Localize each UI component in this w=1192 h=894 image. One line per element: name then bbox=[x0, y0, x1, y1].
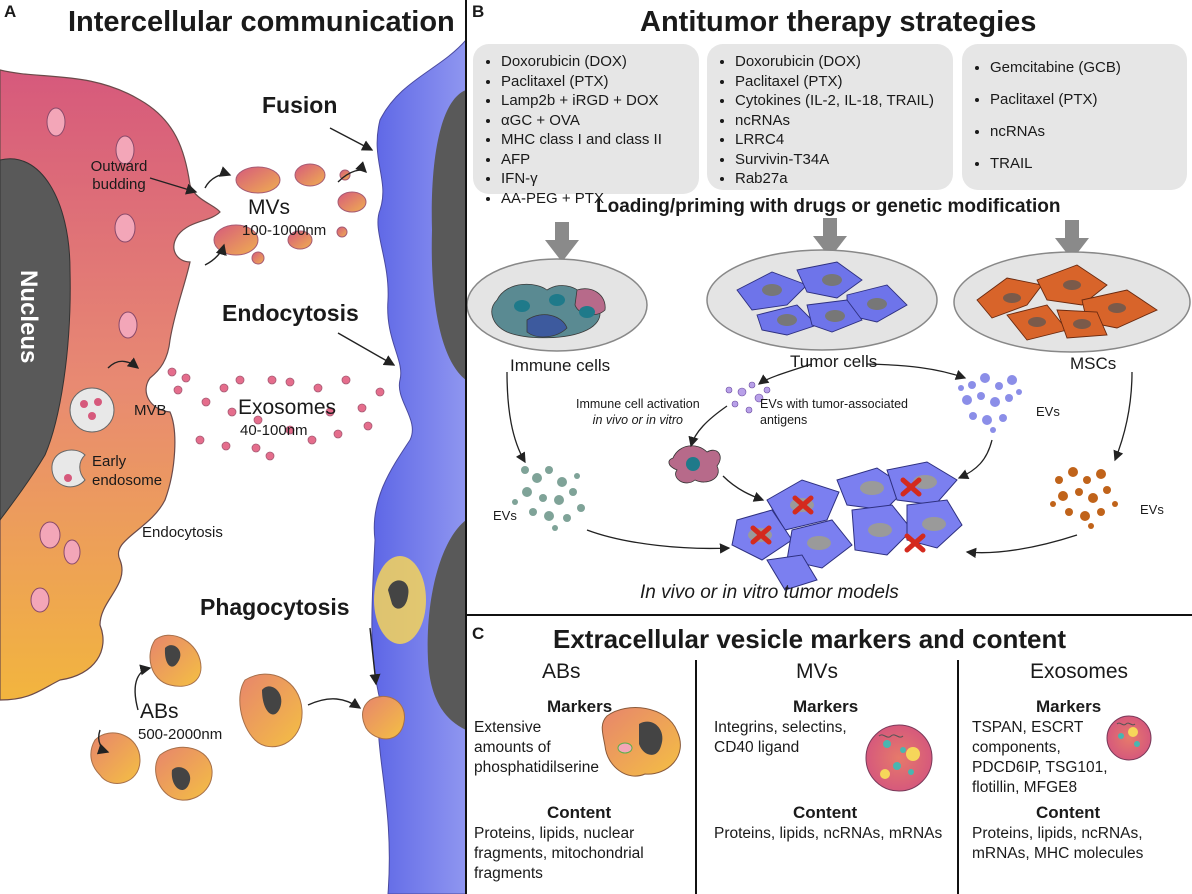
msc-cargo-item: Paclitaxel (PTX) bbox=[990, 84, 1179, 116]
outward-budding-label: Outward budding bbox=[90, 158, 148, 193]
msc-cargo-box: Gemcitabine (GCB)Paclitaxel (PTX)ncRNAsT… bbox=[962, 44, 1187, 190]
panel-b-graphic bbox=[467, 218, 1191, 591]
immune-cargo-item: AFP bbox=[501, 150, 691, 170]
immune-evs-label: EVs bbox=[493, 508, 517, 523]
fusion-label: Fusion bbox=[262, 92, 338, 118]
abs-size-label: 500-2000nm bbox=[138, 726, 223, 743]
panel-a-title: Intercellular communication bbox=[68, 6, 455, 38]
immune-cargo-box: Doxorubicin (DOX)Paclitaxel (PTX)Lamp2b … bbox=[473, 44, 699, 207]
abs-content-heading: Content bbox=[547, 803, 612, 822]
abs-markers-heading: Markers bbox=[547, 697, 613, 716]
panel-a-letter: A bbox=[4, 2, 17, 21]
exosomes-label: Exosomes bbox=[238, 396, 337, 419]
abs-label: ABs bbox=[140, 700, 179, 723]
panel-b-letter: B bbox=[472, 2, 485, 21]
abs-content-text: Proteins, lipids, nuclear fragments, mit… bbox=[474, 825, 644, 882]
msc-cargo-item: TRAIL bbox=[990, 148, 1179, 180]
mvs-markers-text: Integrins, selectins, CD40 ligand bbox=[714, 719, 847, 756]
tumor-cargo-item: Rab27a bbox=[735, 169, 945, 189]
immune-cargo-item: Lamp2b + iRGD + DOX bbox=[501, 91, 691, 111]
nucleus-shape bbox=[0, 158, 71, 521]
msc-cargo-item: Gemcitabine (GCB) bbox=[990, 52, 1179, 84]
exosomes-markers-text: TSPAN, ESCRT components, PDCD6IP, TSG101… bbox=[972, 719, 1108, 796]
msc-dish-label: MSCs bbox=[1070, 354, 1117, 373]
immune-cargo-item: Doxorubicin (DOX) bbox=[501, 52, 691, 72]
activation-line1: Immune cell activation bbox=[576, 397, 700, 411]
early-endosome-label: Early endosome bbox=[92, 453, 163, 489]
tumor-cargo-item: LRRC4 bbox=[735, 130, 945, 150]
horizontal-divider bbox=[465, 614, 1192, 616]
exosomes-column-header: Exosomes bbox=[1030, 660, 1129, 683]
panel-b-title: Antitumor therapy strategies bbox=[640, 6, 1037, 38]
exosomes-markers-heading: Markers bbox=[1036, 697, 1102, 716]
mvs-markers-heading: Markers bbox=[793, 697, 859, 716]
tumor-cargo-list: Doxorubicin (DOX)Paclitaxel (PTX)Cytokin… bbox=[707, 44, 953, 189]
activation-line2: in vivo or in vitro bbox=[592, 413, 683, 427]
panel-c-divider-2 bbox=[957, 660, 959, 894]
mvb-label: MVB bbox=[134, 402, 167, 419]
tumor-antigen-evs-label: EVs with tumor-associated antigens bbox=[760, 397, 908, 427]
exosomes-size-label: 40-100nm bbox=[240, 422, 308, 439]
panel-c-divider-1 bbox=[695, 660, 697, 894]
tumor-cargo-item: Survivin-T34A bbox=[735, 150, 945, 170]
abs-markers-text: Extensive amounts of phosphatidilserine bbox=[474, 719, 599, 776]
msc-evs-label: EVs bbox=[1140, 502, 1164, 517]
exosomes-content-heading: Content bbox=[1036, 803, 1101, 822]
immune-dish-label: Immune cells bbox=[510, 356, 611, 375]
msc-cargo-item: ncRNAs bbox=[990, 116, 1179, 148]
tumor-dish-label: Tumor cells bbox=[790, 352, 878, 371]
exosome-icon bbox=[1106, 715, 1152, 761]
immune-cargo-item: MHC class I and class II bbox=[501, 130, 691, 150]
immune-cargo-item: Paclitaxel (PTX) bbox=[501, 72, 691, 92]
panel-c-graphic bbox=[601, 707, 1152, 792]
tumor-cargo-box: Doxorubicin (DOX)Paclitaxel (PTX)Cytokin… bbox=[707, 44, 953, 190]
tumor-cargo-item: Paclitaxel (PTX) bbox=[735, 72, 945, 92]
nucleus-label: Nucleus bbox=[15, 270, 42, 364]
mvs-column-header: MVs bbox=[796, 660, 838, 683]
immune-cargo-item: IFN-γ bbox=[501, 169, 691, 189]
mvs-content-text: Proteins, lipids, ncRNAs, mRNAs bbox=[714, 825, 943, 842]
panel-c-title: Extracellular vesicle markers and conten… bbox=[553, 624, 1067, 654]
loading-label: Loading/priming with drugs or genetic mo… bbox=[596, 196, 1061, 217]
endocytosis-main-label: Endocytosis bbox=[222, 300, 359, 326]
vertical-divider bbox=[465, 0, 467, 894]
msc-cargo-list: Gemcitabine (GCB)Paclitaxel (PTX)ncRNAsT… bbox=[962, 44, 1187, 180]
immune-cargo-list: Doxorubicin (DOX)Paclitaxel (PTX)Lamp2b … bbox=[473, 44, 699, 208]
immune-cargo-item: AA-PEG + PTX bbox=[501, 189, 691, 209]
mvs-size-label: 100-1000nm bbox=[242, 222, 327, 239]
mv-icon bbox=[865, 724, 933, 792]
tumor-cargo-item: Cytokines (IL-2, IL-18, TRAIL) bbox=[735, 91, 945, 111]
tumor-models-label: In vivo or in vitro tumor models bbox=[640, 582, 899, 603]
tumor-cargo-item: Doxorubicin (DOX) bbox=[735, 52, 945, 72]
panel-c-letter: C bbox=[472, 624, 485, 643]
mvs-label: MVs bbox=[248, 196, 290, 219]
tumor-evs-label: EVs bbox=[1036, 404, 1060, 419]
abs-column-header: ABs bbox=[542, 660, 581, 683]
tumor-cargo-item: ncRNAs bbox=[735, 111, 945, 131]
immune-cargo-item: αGC + OVA bbox=[501, 111, 691, 131]
phagocytosis-label: Phagocytosis bbox=[200, 594, 350, 620]
panel-a-graphic bbox=[0, 39, 466, 894]
mvs-content-heading: Content bbox=[793, 803, 858, 822]
endocytosis-small-label: Endocytosis bbox=[142, 524, 223, 541]
exosomes-content-text: Proteins, lipids, ncRNAs, mRNAs, MHC mol… bbox=[972, 825, 1144, 862]
activation-label: Immune cell activation in vivo or in vit… bbox=[576, 396, 700, 428]
